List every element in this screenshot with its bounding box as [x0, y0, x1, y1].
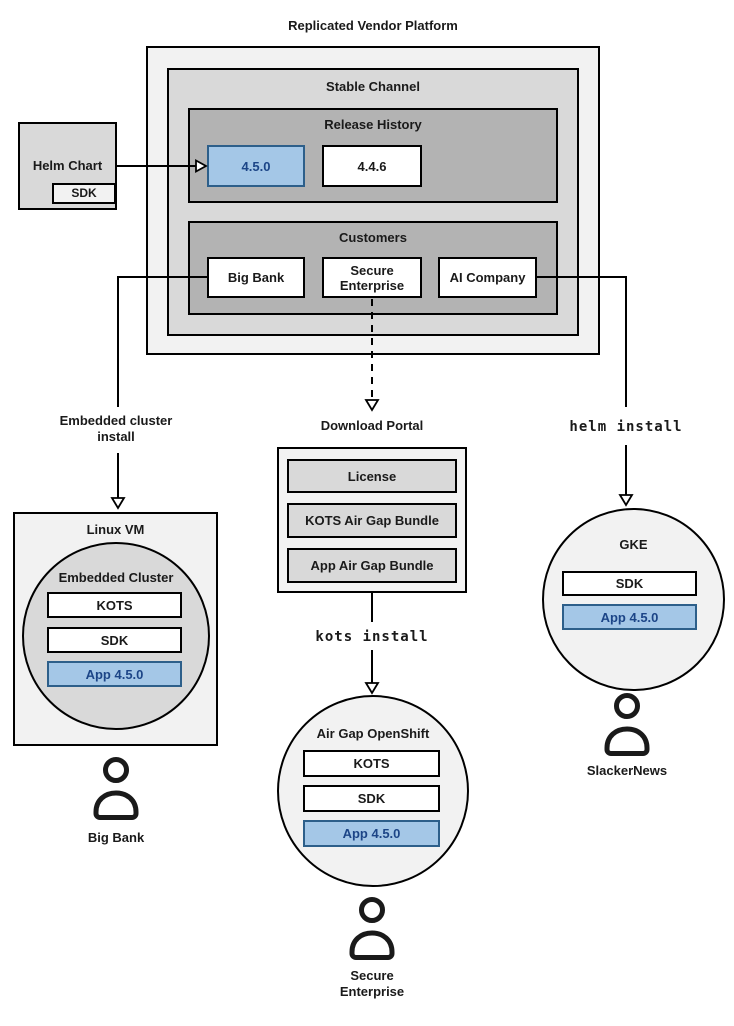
portal-item-app-airgap-bundle: App Air Gap Bundle [287, 548, 457, 583]
air-gap-openshift-title: Air Gap OpenShift [316, 726, 430, 741]
embedded-install-line1: Embedded cluster [59, 413, 173, 428]
openshift-app: App 4.5.0 [303, 820, 440, 847]
openshift-sdk: SDK [303, 785, 440, 812]
linux-vm-title: Linux VM [86, 522, 145, 537]
arrow-down-icon [364, 682, 380, 695]
openshift-kots: KOTS [303, 750, 440, 777]
release-history-title: Release History [324, 117, 422, 132]
customer-big-bank: Big Bank [207, 257, 305, 298]
kots-install-label: kots install [315, 629, 429, 645]
big-bank-user-icon [93, 757, 139, 820]
download-portal-title: Download Portal [320, 418, 424, 433]
stable-channel-title: Stable Channel [326, 79, 420, 94]
embedded-install-line2: install [97, 429, 135, 444]
release-version-4-4-6: 4.4.6 [322, 145, 422, 187]
customer-secure-enterprise: Secure Enterprise [322, 257, 422, 298]
helm-chart-sdk-box: SDK [52, 183, 116, 204]
platform-title: Replicated Vendor Platform [288, 18, 458, 33]
embedded-cluster-app: App 4.5.0 [47, 661, 182, 687]
slackernews-user-icon [604, 693, 650, 756]
big-bank-user-label: Big Bank [87, 830, 145, 845]
gke-app: App 4.5.0 [562, 604, 697, 630]
secure-enterprise-user-line2: Enterprise [339, 984, 405, 999]
helm-chart-title: Helm Chart [32, 158, 103, 173]
arrow-down-icon [618, 494, 634, 507]
helm-install-label: helm install [569, 419, 683, 435]
secure-enterprise-user-icon [349, 897, 395, 960]
secure-enterprise-user-label: Secure Enterprise [302, 968, 442, 1000]
arrow-down-icon [110, 497, 126, 510]
customer-ai-company: AI Company [438, 257, 537, 298]
embedded-cluster-sdk: SDK [47, 627, 182, 653]
gke-circle [542, 508, 725, 691]
embedded-cluster-title: Embedded Cluster [58, 570, 174, 585]
release-version-4-5-0: 4.5.0 [207, 145, 305, 187]
secure-enterprise-user-line1: Secure [350, 968, 394, 983]
gke-sdk: SDK [562, 571, 697, 596]
customers-title: Customers [339, 230, 407, 245]
arrow-down-icon [364, 399, 380, 412]
gke-title: GKE [619, 537, 648, 552]
embedded-install-label: Embedded cluster install [46, 413, 186, 445]
portal-item-license: License [287, 459, 457, 493]
portal-item-kots-airgap-bundle: KOTS Air Gap Bundle [287, 503, 457, 538]
embedded-cluster-kots: KOTS [47, 592, 182, 618]
slackernews-user-label: SlackerNews [586, 763, 668, 778]
